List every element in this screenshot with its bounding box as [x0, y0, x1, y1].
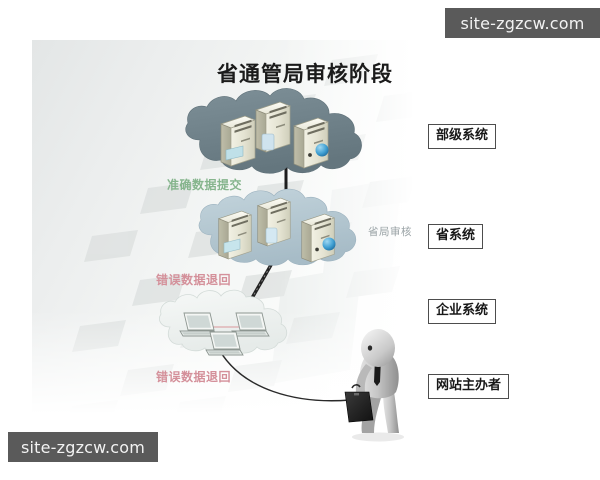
globe-icon: [322, 237, 336, 251]
enterprise-cloud[interactable]: [159, 289, 288, 356]
globe-icon: [315, 143, 329, 157]
flow-label-error-return-upper: 错误数据退回: [156, 273, 232, 287]
box-site-owner[interactable]: 网站主办者: [428, 374, 510, 400]
note-province-review: 省局审核: [368, 226, 412, 238]
tape-icon: [225, 145, 244, 161]
box-province-system[interactable]: 省系统: [428, 224, 484, 250]
figure-eye: [367, 345, 373, 351]
storage-icon: [261, 133, 275, 151]
tape-icon: [223, 238, 241, 254]
server-icon: [218, 210, 252, 260]
flow-label-error-return-lower: 错误数据退回: [156, 370, 232, 384]
figure-head: [361, 329, 395, 367]
province-cloud[interactable]: [198, 188, 357, 266]
box-ministry-system[interactable]: 部级系统: [428, 124, 497, 150]
briefcase-icon: [344, 384, 374, 423]
site-owner-figure[interactable]: [344, 329, 404, 442]
watermark-bottom-left: site-zgzcw.com: [8, 432, 158, 462]
server-icon: [293, 117, 329, 169]
figure-shadow: [352, 432, 404, 442]
connector-owner-to-enterprise: [215, 343, 351, 402]
ministry-cloud[interactable]: [185, 88, 362, 174]
flow-label-accurate-submit: 准确数据提交: [167, 178, 243, 192]
page-title: 省通管局审核阶段: [217, 61, 393, 86]
storage-icon: [265, 227, 278, 244]
box-enterprise-system[interactable]: 企业系统: [428, 299, 497, 325]
watermark-top-right: site-zgzcw.com: [445, 8, 600, 38]
